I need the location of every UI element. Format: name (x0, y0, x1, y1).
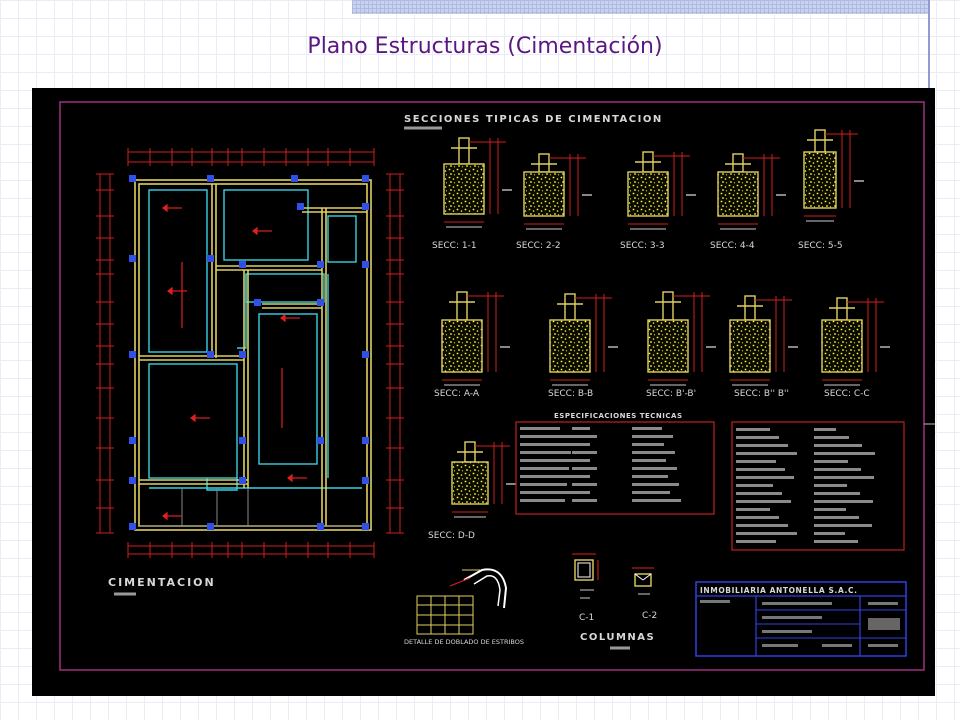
foundation-lines (148, 189, 362, 491)
specs-table-right (731, 421, 905, 551)
plan-annotations (162, 203, 307, 521)
section-label-2-2: SECC: 2-2 (516, 241, 561, 251)
section-label-1-1: SECC: 1-1 (432, 241, 477, 251)
specs-text-lines (520, 427, 875, 543)
section-label-3-3: SECC: 3-3 (620, 241, 665, 251)
title-block: INMOBILIARIA ANTONELLA S.A.C. (695, 581, 907, 657)
typical-sections (441, 129, 890, 518)
dimension-ticks (96, 148, 404, 558)
column-footings (129, 175, 369, 530)
header-band (352, 0, 928, 14)
inner-lines (139, 488, 367, 527)
foundation-plan: CIMENTACION (96, 148, 404, 596)
columns-label: COLUMNAS (580, 632, 655, 643)
specs-heading: ESPECIFICACIONES TECNICAS (554, 412, 682, 420)
section-label-d-d: SECC: D-D (428, 531, 475, 541)
sections-heading: SECCIONES TIPICAS DE CIMENTACION (404, 114, 663, 125)
plan-label: CIMENTACION (108, 576, 216, 589)
section-label-4-4: SECC: 4-4 (710, 241, 755, 251)
stirrups-label: DETALLE DE DOBLADO DE ESTRIBOS (404, 638, 524, 646)
section-label-b2-b2: SECC: B'' B'' (734, 389, 789, 399)
section-label-b-b: SECC: B-B (548, 389, 593, 399)
specs-table-left (515, 421, 715, 515)
column-label-c1: C-1 (579, 613, 594, 623)
section-label-b1-b1: SECC: B'-B' (646, 389, 696, 399)
drawing-border (59, 101, 925, 671)
column-label-c2: C-2 (642, 611, 657, 621)
header-rule (928, 0, 930, 88)
company-name: INMOBILIARIA ANTONELLA S.A.C. (700, 586, 858, 595)
slide-title: Plano Estructuras (Cimentación) (307, 34, 663, 59)
section-label-c-c: SECC: C-C (824, 389, 870, 399)
section-label-a-a: SECC: A-A (434, 389, 480, 399)
stirrups-detail: DETALLE DE DOBLADO DE ESTRIBOS (404, 568, 524, 646)
section-label-5-5: SECC: 5-5 (798, 241, 843, 251)
columns-detail: C-1 C-2 COLUMNAS (572, 553, 657, 650)
plan-dimensions (99, 151, 401, 555)
cad-drawing: CIMENTACION SECCIONES TIPICAS DE CIMENTA… (32, 88, 935, 696)
